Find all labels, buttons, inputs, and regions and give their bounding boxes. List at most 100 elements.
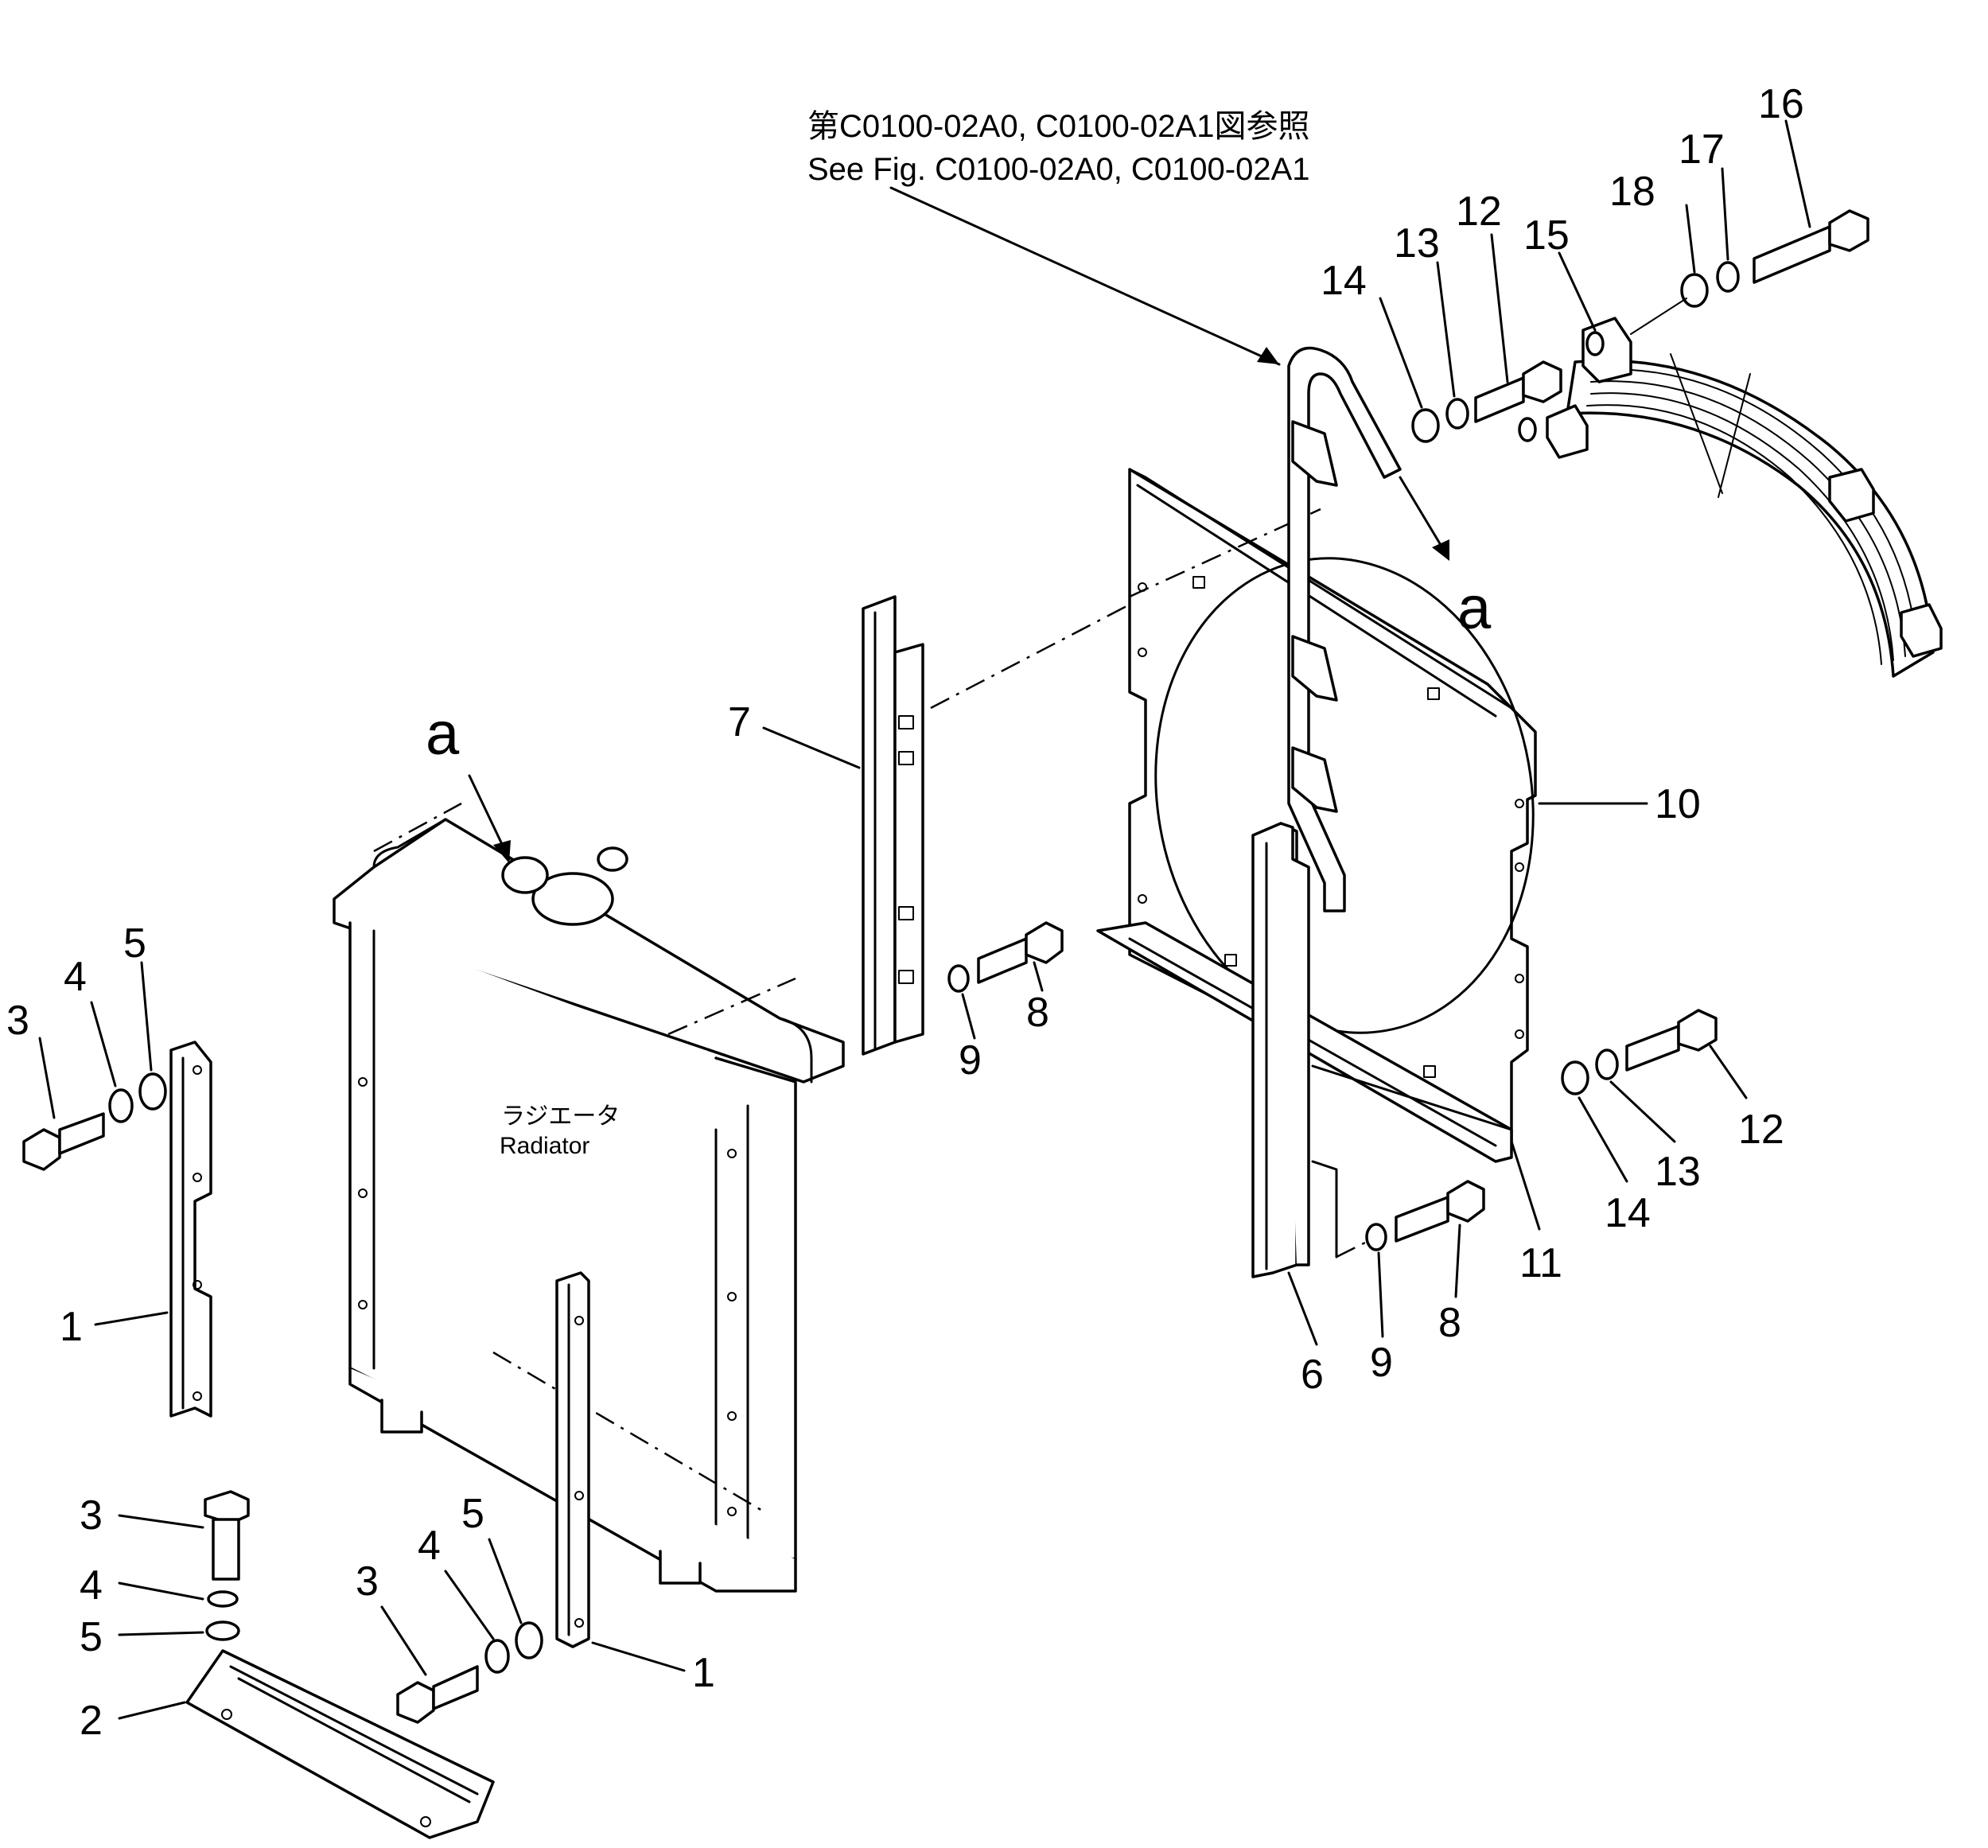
callout-5-c: 5: [461, 1491, 484, 1537]
bolt-3-head-left: [22, 1128, 61, 1171]
bolt-set-8-9-lower: [1365, 1180, 1485, 1251]
hose-clip-lower: [1291, 746, 1338, 813]
radiator-mount-holes: [358, 1077, 737, 1516]
washer-5-left: [138, 1072, 167, 1111]
callout-11: 11: [1519, 1240, 1562, 1286]
bolt-8-head-upper: [1025, 921, 1064, 964]
bolt-3-shank-mid: [432, 1665, 479, 1710]
radiator-top-corner: [778, 1017, 813, 1084]
radiator-label-en: Radiator: [500, 1133, 589, 1159]
overflow-hose: [1287, 346, 1402, 912]
callout-5-b: 5: [80, 1614, 103, 1660]
bolt-set-16-18: [1680, 209, 1869, 308]
reference-note-jp: 第C0100-02A0, C0100-02A1図参照: [807, 109, 1309, 144]
callout-13-b: 13: [1655, 1149, 1701, 1195]
mark-a-hose: a: [1457, 574, 1492, 642]
bolt-12-head-lower: [1677, 1009, 1718, 1052]
callout-18: 18: [1609, 169, 1655, 215]
callout-6: 6: [1301, 1352, 1324, 1398]
bolt-set-left: [22, 1072, 167, 1171]
callout-14-a: 14: [1321, 258, 1367, 304]
lock-washer-17: [1716, 261, 1740, 293]
callouts: 3 4 5 1 3 4 5 2 3 4 5 1 7 9 8 10: [6, 81, 1811, 1744]
part-2-bottom-support: [185, 1649, 495, 1839]
callout-4-c: 4: [418, 1523, 441, 1569]
part-1-bracket-left: [169, 1041, 212, 1418]
bolt-set-12-14-upper: [1411, 360, 1562, 443]
callout-14-b: 14: [1605, 1190, 1651, 1236]
bolt-set-8-9-upper: [947, 921, 1064, 993]
radiator-foot-right: [659, 1550, 702, 1585]
part-7-side-seal: [862, 595, 924, 1056]
callout-12-a: 12: [1456, 189, 1502, 235]
callout-1-left: 1: [60, 1304, 83, 1350]
radiator-top-edge: [372, 818, 447, 869]
bolt-3-shank-left: [58, 1112, 105, 1155]
callout-1-mid: 1: [692, 1650, 715, 1696]
arrow-mark-radiator-cap: a: [426, 700, 511, 863]
hose-clip-upper: [1291, 420, 1338, 487]
reference-note: 第C0100-02A0, C0100-02A1図参照 See Fig. C010…: [807, 109, 1310, 366]
hose-clip-middle: [1291, 635, 1338, 702]
lock-washer-13-upper: [1445, 398, 1469, 430]
bolt-8-head-lower: [1446, 1180, 1485, 1223]
bolt-3-head-bottom: [204, 1490, 250, 1525]
callout-2: 2: [80, 1698, 103, 1744]
bolt-16-shank: [1753, 225, 1831, 284]
callout-17: 17: [1679, 126, 1725, 173]
bolt-12-shank-lower: [1625, 1025, 1680, 1072]
part-1-bracket-mid: [555, 1271, 590, 1648]
reference-arrowhead: [1257, 347, 1279, 364]
callout-4-a: 4: [64, 954, 87, 1000]
bolt-set-mid: [396, 1621, 543, 1724]
bolt-3-head-mid: [396, 1681, 435, 1724]
bolt-12-shank-upper: [1474, 376, 1525, 423]
callout-3-a: 3: [6, 998, 29, 1044]
washer-14-lower: [1561, 1060, 1589, 1095]
fan-guard-bracket-left: [1546, 404, 1589, 459]
bolt-set-12-14-lower: [1561, 1009, 1718, 1095]
lock-washer-9-upper: [947, 964, 970, 993]
arrow-mark-hose: a: [1399, 476, 1492, 642]
bolt-8-shank-lower: [1395, 1196, 1449, 1243]
part-10-fan-shroud: [1096, 468, 1537, 1163]
bolt-3-shank-bottom: [212, 1518, 240, 1581]
lock-washer-4-left: [108, 1088, 134, 1123]
part-6-front-seal: [1251, 822, 1338, 1278]
washer-14-upper: [1411, 408, 1440, 443]
fan-guard-bracket-right: [1828, 468, 1875, 523]
lock-washer-4-mid: [484, 1639, 510, 1674]
reference-leader-line: [889, 186, 1281, 366]
bolt-set-bottom-left: [204, 1490, 250, 1641]
callout-12-b: 12: [1738, 1107, 1784, 1153]
callout-16: 16: [1758, 81, 1804, 127]
callout-8-b: 8: [1438, 1300, 1461, 1346]
callout-3-c: 3: [356, 1558, 379, 1605]
washer-5-mid: [515, 1621, 543, 1659]
callout-3-b: 3: [80, 1492, 103, 1539]
lock-washer-4-bottom: [207, 1590, 239, 1608]
washer-5-bottom: [205, 1620, 240, 1641]
radiator-filler-neck: [501, 856, 549, 894]
callout-9-b: 9: [1370, 1340, 1393, 1386]
mark-a-radiator: a: [426, 700, 460, 768]
callout-15: 15: [1523, 212, 1570, 259]
bolt-8-shank-upper: [977, 937, 1028, 984]
callout-13-a: 13: [1394, 220, 1440, 267]
bolt-16-head: [1828, 209, 1869, 252]
lock-washer-9-lower: [1365, 1223, 1387, 1251]
bolt-12-head-upper: [1522, 360, 1562, 403]
lock-washer-13-lower: [1595, 1048, 1619, 1080]
callout-7: 7: [728, 699, 751, 745]
callout-4-b: 4: [80, 1562, 103, 1609]
fan-guard-bracket-bottom: [1900, 603, 1943, 658]
radiator-foot-left: [380, 1399, 423, 1434]
callout-9-a: 9: [959, 1037, 982, 1084]
radiator-cap: [531, 872, 614, 926]
callout-10: 10: [1655, 781, 1701, 827]
washer-18: [1680, 273, 1709, 308]
callout-5-a: 5: [123, 920, 146, 967]
reference-note-en: See Fig. C0100-02A0, C0100-02A1: [807, 152, 1310, 187]
